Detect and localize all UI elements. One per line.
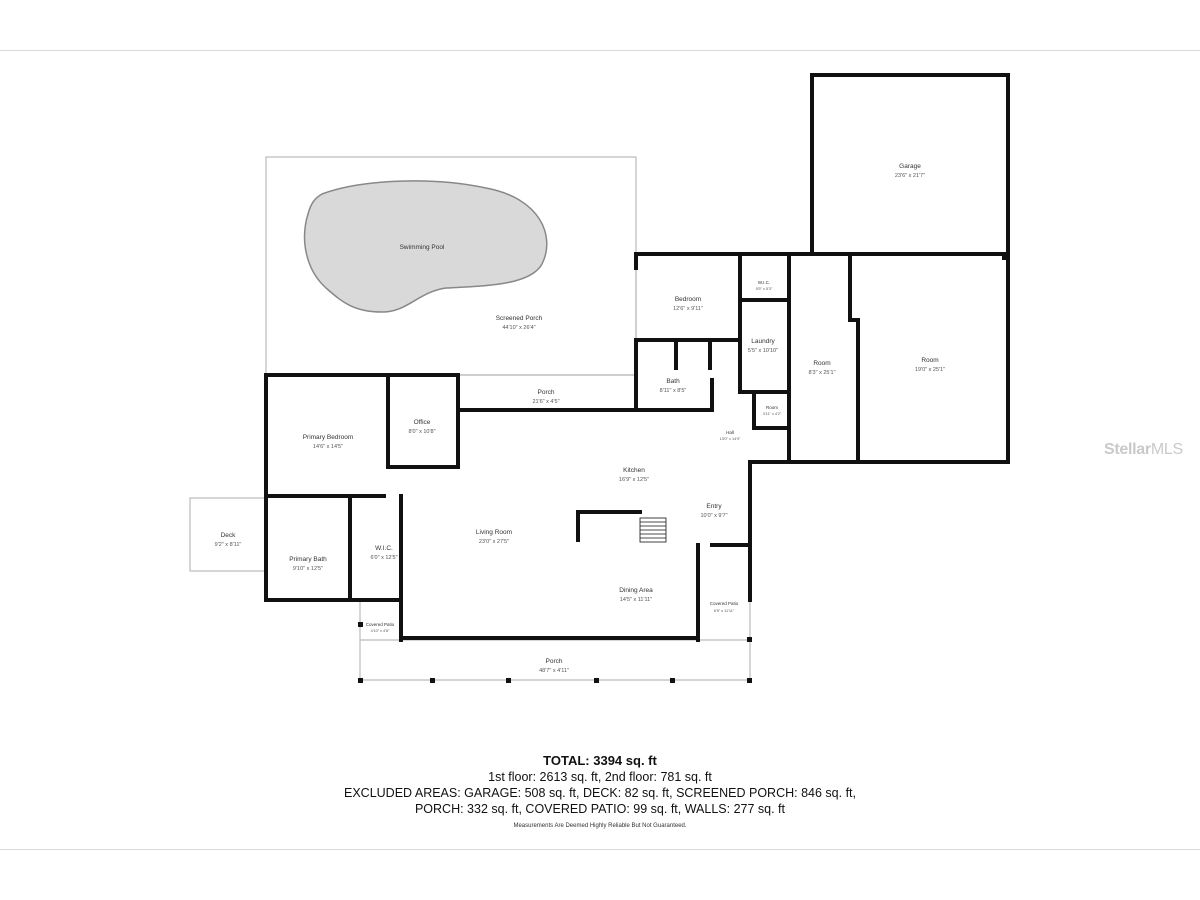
excluded-areas-line-2: PORCH: 332 sq. ft, COVERED PATIO: 99 sq.…	[414, 802, 786, 816]
living-room-dimensions: 23'0" x 27'5"	[479, 539, 509, 545]
office-dimensions: 8'0" x 10'8"	[408, 429, 435, 435]
bedroom-label: Bedroom	[675, 296, 701, 303]
excluded-areas-line-1: EXCLUDED AREAS: GARAGE: 508 sq. ft, DECK…	[344, 786, 856, 800]
wic-small-dimensions: 5'5" x 5'3"	[756, 287, 773, 291]
garage-label: Garage	[899, 163, 921, 170]
porch-posts	[358, 622, 752, 683]
primary-bath-label: Primary Bath	[289, 556, 327, 563]
frame-bottom-border	[0, 849, 1200, 850]
deck-label: Deck	[221, 532, 237, 539]
walls	[264, 73, 1010, 642]
covered-patio-left-label: Covered Patio	[366, 622, 395, 627]
deck-dimensions: 9'2" x 8'11"	[215, 542, 242, 548]
bath-bottom-wall	[634, 378, 714, 412]
primary-bedroom-label: Primary Bedroom	[303, 434, 354, 441]
covered-patio-right-label: Covered Patio	[710, 601, 739, 606]
bedroom-dimensions: 12'6" x 9'11"	[673, 306, 703, 312]
right-room-walls	[856, 256, 1010, 464]
right-room-left-wall	[848, 256, 860, 464]
bath-label: Bath	[666, 378, 680, 385]
entry-label: Entry	[706, 503, 722, 510]
room-small-label: Room	[766, 405, 778, 410]
wic-small-label: W.I.C.	[758, 280, 770, 285]
watermark-bold: Stellar	[1104, 441, 1151, 458]
room-right-dimensions: 19'0" x 25'1"	[915, 367, 945, 373]
laundry-label: Laundry	[751, 338, 775, 345]
porch-bottom-label: Porch	[546, 658, 563, 665]
kitchen-dimensions: 16'9" x 12'5"	[619, 477, 649, 483]
porch-top-label: Porch	[538, 389, 555, 396]
bath-dimensions: 8'11" x 8'5"	[660, 388, 687, 394]
swimming-pool-label: Swimming Pool	[400, 244, 445, 251]
office-walls	[386, 373, 460, 469]
area-summary: TOTAL: 3394 sq. ft 1st floor: 2613 sq. f…	[300, 752, 900, 829]
stairs	[639, 517, 667, 543]
covered-patio-right-dimensions: 6'5" x 11'11"	[714, 609, 735, 613]
entry-right-wall	[728, 460, 860, 547]
room-mid-dimensions: 8'3" x 25'1"	[808, 370, 835, 376]
room-small-dimensions: 3'11" x 4'2"	[763, 412, 782, 416]
garage-walls	[810, 73, 1010, 256]
hall-label: Hall	[726, 430, 734, 435]
floor-areas: 1st floor: 2613 sq. ft, 2nd floor: 781 s…	[488, 770, 712, 784]
screened-porch-label: Screened Porch	[496, 315, 543, 322]
small-room-walls	[752, 393, 791, 430]
measurement-disclaimer: Measurements Are Deemed Highly Reliable …	[513, 823, 687, 829]
hall-dimensions: 13'0" x 14'9"	[720, 437, 741, 441]
office-label: Office	[414, 419, 431, 426]
laundry-dimensions: 5'5" x 10'10"	[748, 348, 778, 354]
total-area: TOTAL: 3394 sq. ft	[543, 753, 657, 768]
garage-dimensions: 23'6" x 21'7"	[895, 173, 925, 179]
primary-bedroom-dimensions: 14'6" x 14'5"	[313, 444, 343, 450]
porch-top-dimensions: 21'6" x 4'5"	[532, 399, 559, 405]
screened-porch-dimensions: 44'10" x 26'4"	[502, 325, 535, 331]
room-mid-label: Room	[813, 360, 830, 367]
porch-bottom-dimensions: 48'7" x 4'11"	[539, 668, 569, 674]
wic-primary-label: W.I.C.	[375, 545, 393, 552]
primary-bath-dimensions: 9'10" x 12'5"	[293, 566, 323, 572]
frame-top-border	[0, 50, 1200, 51]
covered-patio-left-dimensions: 4'10" x 4'8"	[371, 629, 390, 633]
dining-area-label: Dining Area	[619, 587, 653, 594]
swimming-pool-shape	[303, 180, 548, 313]
room-labels: Garage 23'6" x 21'7" Swimming Pool Scree…	[215, 163, 945, 674]
dining-area-dimensions: 14'5" x 11'11"	[620, 597, 652, 603]
kitchen-label: Kitchen	[623, 467, 645, 474]
stellar-mls-watermark: StellarMLS	[1104, 441, 1183, 459]
wic-primary-dimensions: 6'0" x 12'5"	[370, 555, 397, 561]
kitchen-island	[576, 510, 642, 542]
room-right-label: Room	[921, 357, 938, 364]
watermark-regular: MLS	[1150, 441, 1183, 458]
living-room-label: Living Room	[476, 529, 512, 536]
entry-dimensions: 10'0" x 9'7"	[700, 513, 727, 519]
